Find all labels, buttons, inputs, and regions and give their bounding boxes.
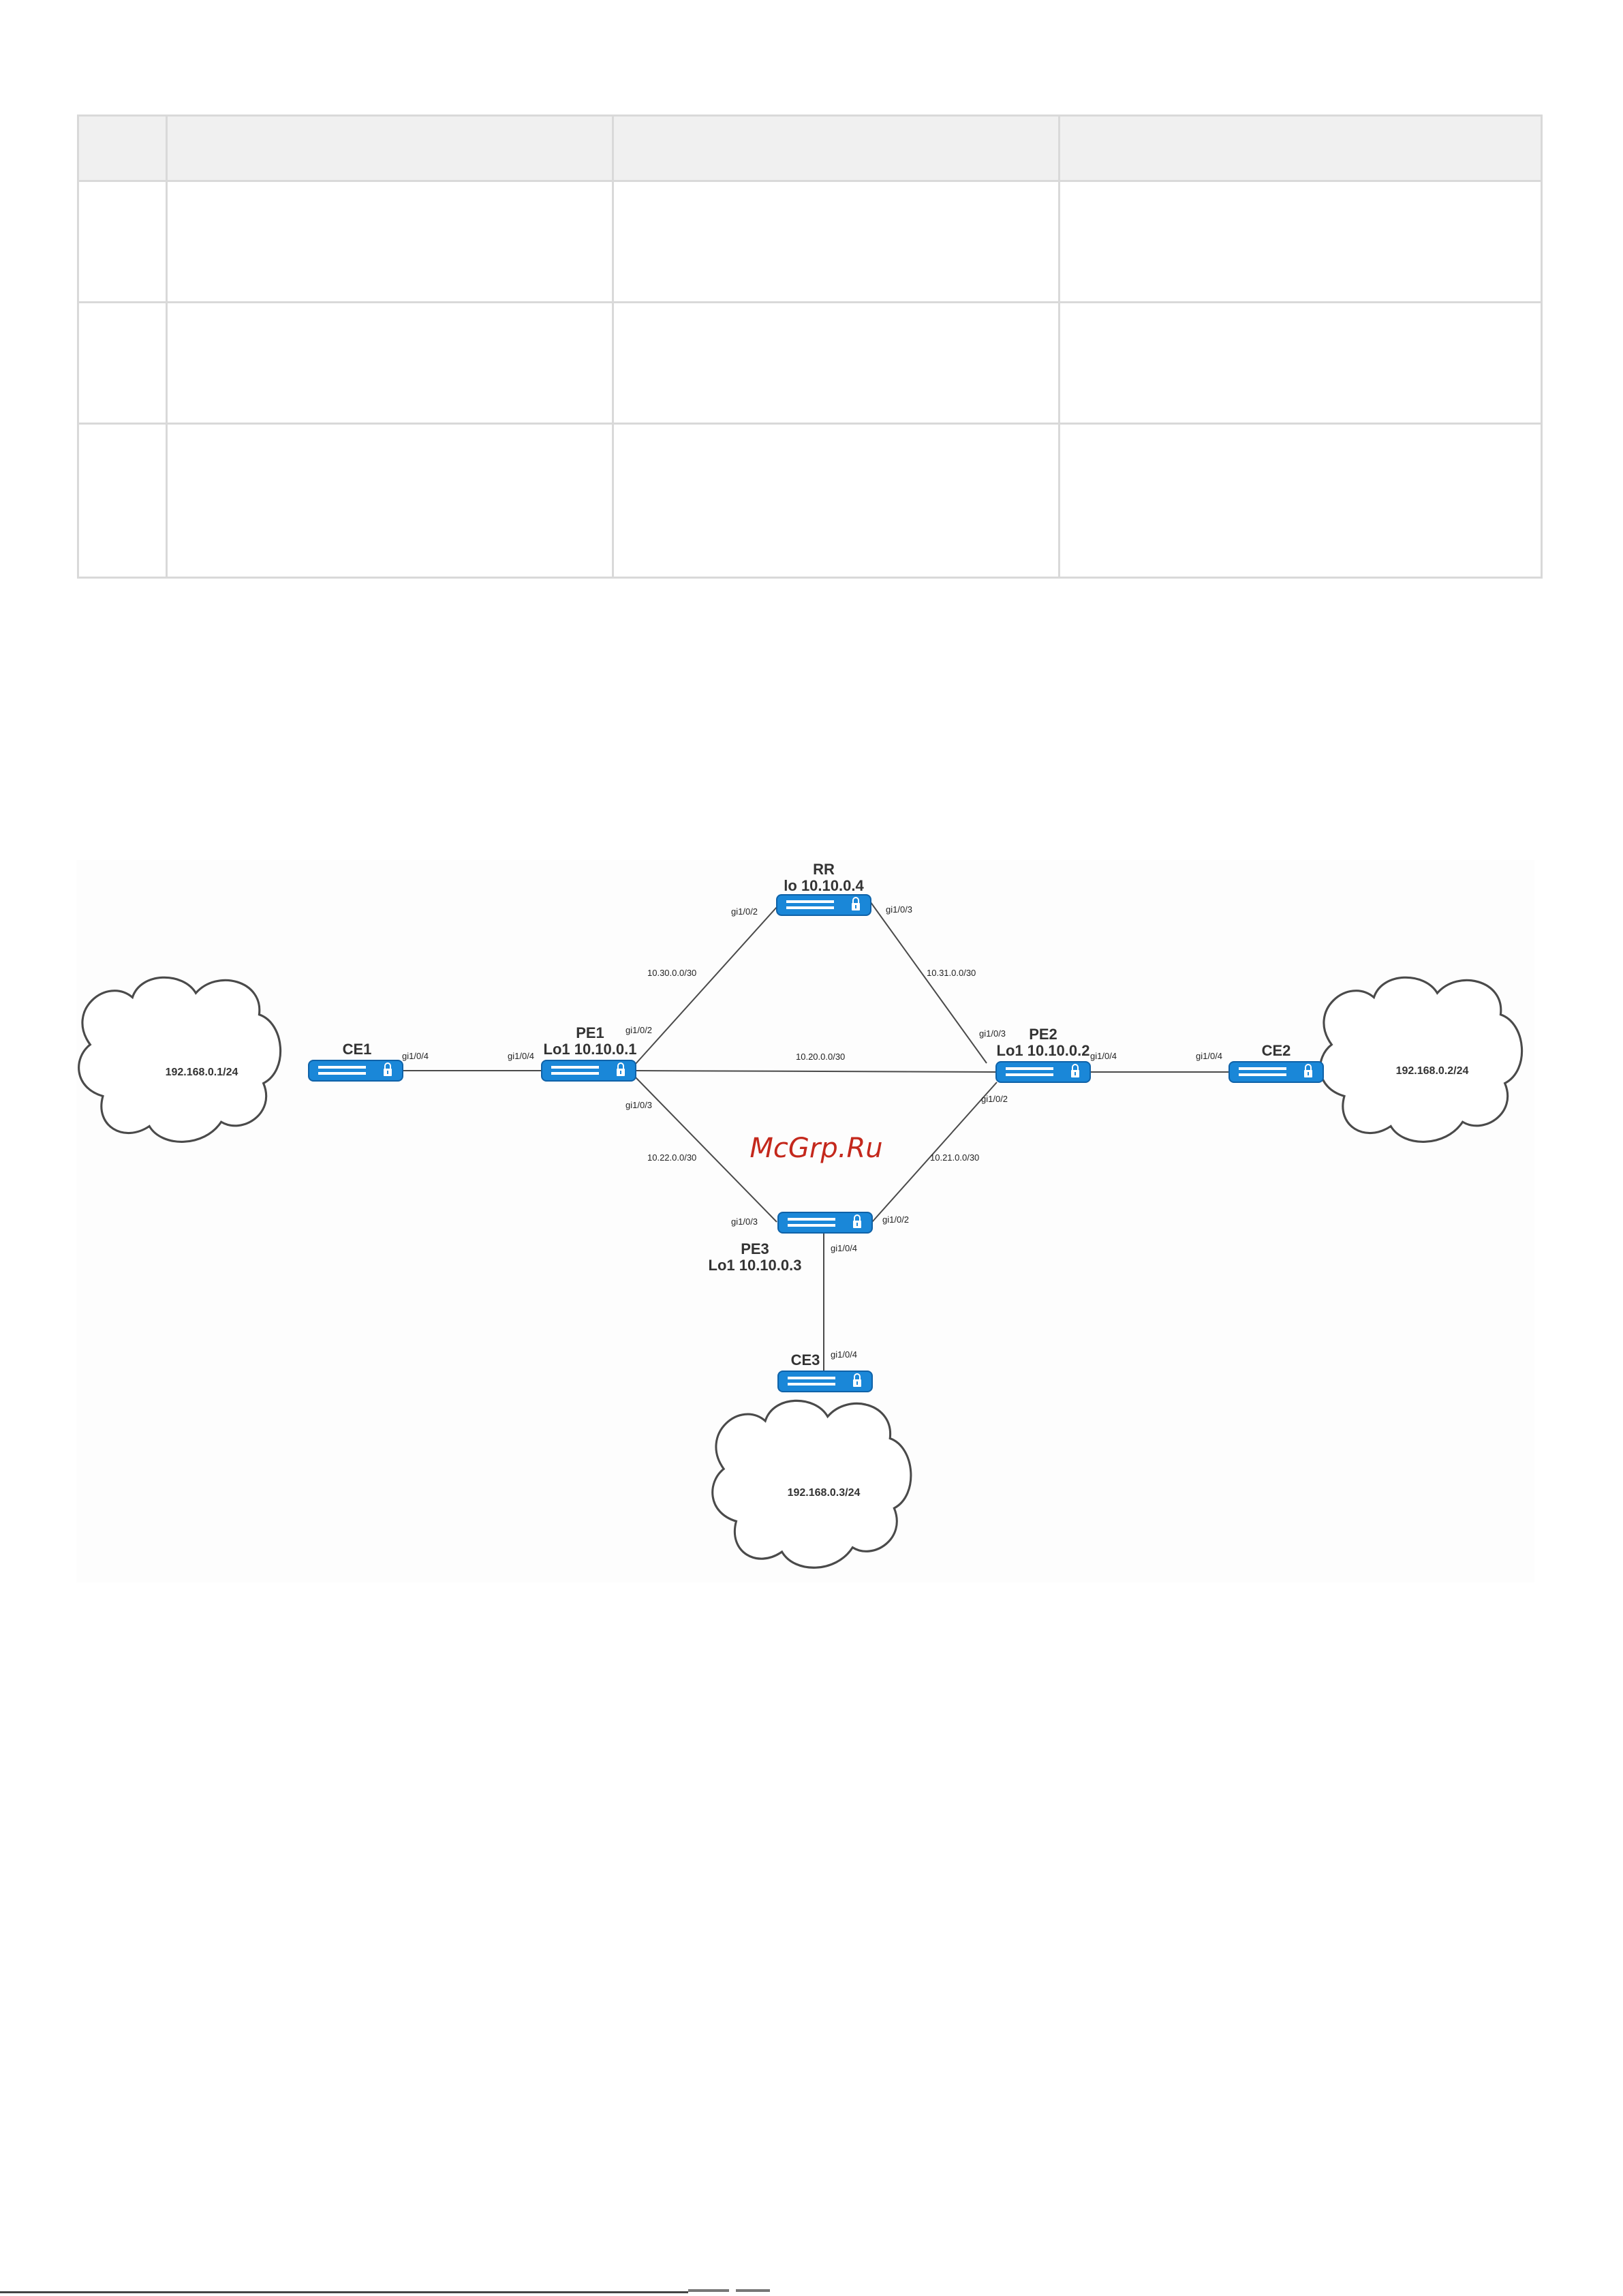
pe1-address-label: Lo1 10.10.0.1	[544, 1041, 637, 1058]
port-label: gi1/0/3	[886, 904, 912, 915]
pe1-name-label: PE1	[576, 1024, 604, 1041]
ce3-name-label: CE3	[791, 1351, 820, 1368]
table-cell	[612, 423, 1060, 579]
port-label: gi1/0/2	[981, 1094, 1008, 1104]
table-row	[77, 180, 1543, 303]
cloud-site3-label: 192.168.0.3/24	[788, 1487, 861, 1499]
pe2-address-label: Lo1 10.10.0.2	[997, 1042, 1090, 1059]
router-pe1-icon	[541, 1060, 636, 1082]
router-ce1-icon	[308, 1060, 403, 1082]
links-group	[401, 899, 1229, 1371]
port-label: gi1/0/2	[882, 1214, 909, 1225]
table-row	[77, 301, 1543, 425]
bottom-mark	[736, 2289, 770, 2292]
port-label: gi1/0/2	[731, 906, 758, 917]
router-pe3-icon	[777, 1212, 873, 1234]
bottom-mark	[688, 2289, 729, 2292]
table-cell	[77, 180, 168, 303]
table-row	[77, 423, 1543, 579]
table-cell	[1058, 423, 1543, 579]
table-header-cell	[612, 114, 1060, 182]
link-pe1-rr	[634, 899, 784, 1065]
table-cell	[1058, 301, 1543, 425]
cloud-site1-label: 192.168.0.1/24	[166, 1067, 238, 1078]
router-rr-icon	[776, 894, 871, 916]
table-cell	[77, 301, 168, 425]
table-cell	[166, 423, 614, 579]
watermark-text: McGrp.Ru	[749, 1133, 882, 1164]
port-label: gi1/0/3	[731, 1216, 758, 1227]
port-label: gi1/0/4	[1196, 1051, 1222, 1061]
port-label: gi1/0/4	[508, 1051, 534, 1061]
port-label: gi1/0/4	[831, 1349, 857, 1360]
link-pe1-pe2	[634, 1070, 998, 1073]
port-label: gi1/0/3	[979, 1028, 1006, 1039]
rr-address-label: lo 10.10.0.4	[784, 877, 864, 894]
table-cell	[166, 301, 614, 425]
pe3-address-label: Lo1 10.10.0.3	[709, 1257, 802, 1274]
table-header-row	[77, 114, 1543, 182]
network-label: 10.30.0.0/30	[647, 968, 696, 978]
bottom-divider	[0, 2291, 688, 2293]
port-label: gi1/0/3	[625, 1100, 652, 1110]
link-rr-pe2	[868, 899, 987, 1064]
table-header-cell	[77, 114, 168, 182]
cloud-site2	[1319, 976, 1524, 1143]
network-label: 10.20.0.0/30	[796, 1052, 845, 1062]
ce2-name-label: CE2	[1262, 1042, 1291, 1059]
table-cell	[166, 180, 614, 303]
ce1-name-label: CE1	[343, 1041, 372, 1058]
empty-table	[77, 114, 1543, 579]
router-ce2-icon	[1228, 1061, 1324, 1083]
table-cell	[612, 180, 1060, 303]
cloud-site1	[78, 976, 282, 1143]
port-label: gi1/0/4	[831, 1243, 857, 1253]
table-cell	[77, 423, 168, 579]
table-cell	[1058, 180, 1543, 303]
network-label: 10.22.0.0/30	[647, 1152, 696, 1163]
link-pe3-pe2	[871, 1082, 998, 1223]
table-header-cell	[1058, 114, 1543, 182]
cloud-site3	[711, 1399, 912, 1569]
port-label: gi1/0/4	[1090, 1051, 1117, 1061]
table-header-cell	[166, 114, 614, 182]
link-pe1-pe3	[634, 1076, 777, 1223]
router-pe2-icon	[995, 1061, 1091, 1083]
rr-name-label: RR	[813, 861, 835, 878]
table-cell	[612, 301, 1060, 425]
cloud-site2-label: 192.168.0.2/24	[1396, 1065, 1469, 1077]
network-label: 10.31.0.0/30	[927, 968, 976, 978]
network-label: 10.21.0.0/30	[930, 1152, 979, 1163]
pe3-name-label: PE3	[741, 1240, 769, 1257]
port-label: gi1/0/2	[625, 1025, 652, 1035]
router-ce3-icon	[777, 1371, 873, 1392]
port-label: gi1/0/4	[402, 1051, 429, 1061]
pe2-name-label: PE2	[1029, 1026, 1057, 1043]
